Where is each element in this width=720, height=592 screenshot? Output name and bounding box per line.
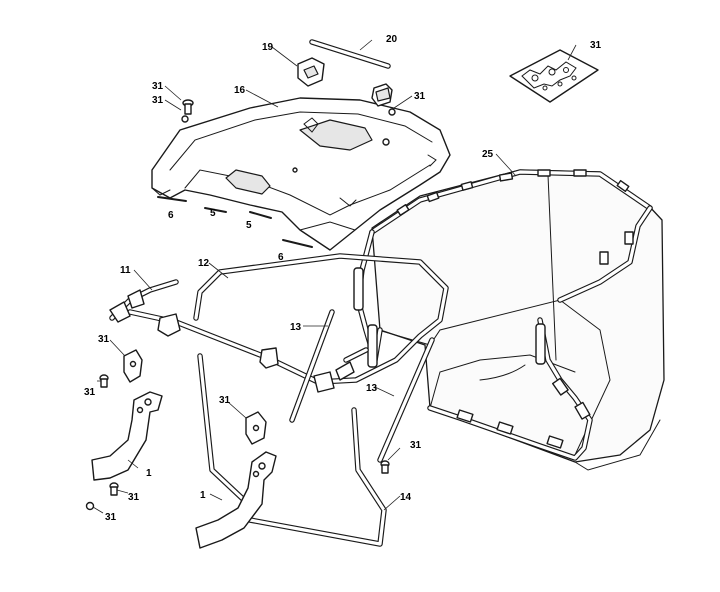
clip-upper-left [123,349,143,383]
leader-lines [92,39,577,514]
rod-part-20 [309,39,391,69]
nut-lower [85,501,95,511]
callout-19: 19 [262,42,274,53]
callout-13-a: 13 [290,322,302,333]
callout-31-lid: 31 [414,91,426,102]
hardware-kit-bag [509,49,599,103]
callout-31-bolt-right: 31 [410,440,422,451]
callout-13-b: 13 [366,383,378,394]
callout-14: 14 [400,492,412,503]
collector-lid-part-16 [151,97,451,251]
gas-strut-part-13-left [289,309,369,423]
lever-part-11 [109,279,179,323]
screw-lid-right [388,108,396,116]
clip-mid [245,411,267,445]
callout-6-a: 6 [168,210,174,221]
callout-31-bolt-left: 31 [84,387,96,398]
callout-31-top-a: 31 [152,81,164,92]
bolt-right [380,460,390,474]
callout-31-kit: 31 [590,40,602,51]
callout-20: 20 [386,34,398,45]
callout-5-a: 5 [210,208,216,219]
callout-31-bolt-lower: 31 [128,492,140,503]
bolt-left [99,374,109,388]
hinge-bracket-part-1-left [91,391,163,481]
callout-12: 12 [198,258,210,269]
latch-piece [371,83,393,107]
callout-16: 16 [234,85,246,96]
screw-top-left [181,99,194,123]
callout-31-clip-mid: 31 [219,395,231,406]
hinge-bracket-part-1-right [195,451,277,549]
callout-1-lower: 1 [200,490,206,501]
gas-strut-part-13-right [377,337,435,463]
grass-bag-part-25 [353,169,665,471]
seal-strips-parts-5-6 [157,196,313,248]
frame-part-12 [127,253,449,393]
callout-1-upper: 1 [146,468,152,479]
callout-31-top-b: 31 [152,95,164,106]
callout-6-b: 6 [278,252,284,263]
callout-5-b: 5 [246,220,252,231]
callout-31-hinge-upper: 31 [98,334,110,345]
callout-31-nut-lower: 31 [105,512,117,523]
callout-11: 11 [120,265,131,276]
frame-part-14 [197,353,387,547]
callout-25: 25 [482,149,494,160]
bolt-lower [109,482,119,496]
bumper-part-19 [297,57,325,87]
callout-labels: 20 19 31 31 31 16 31 25 5 6 5 6 11 12 13… [84,34,602,523]
